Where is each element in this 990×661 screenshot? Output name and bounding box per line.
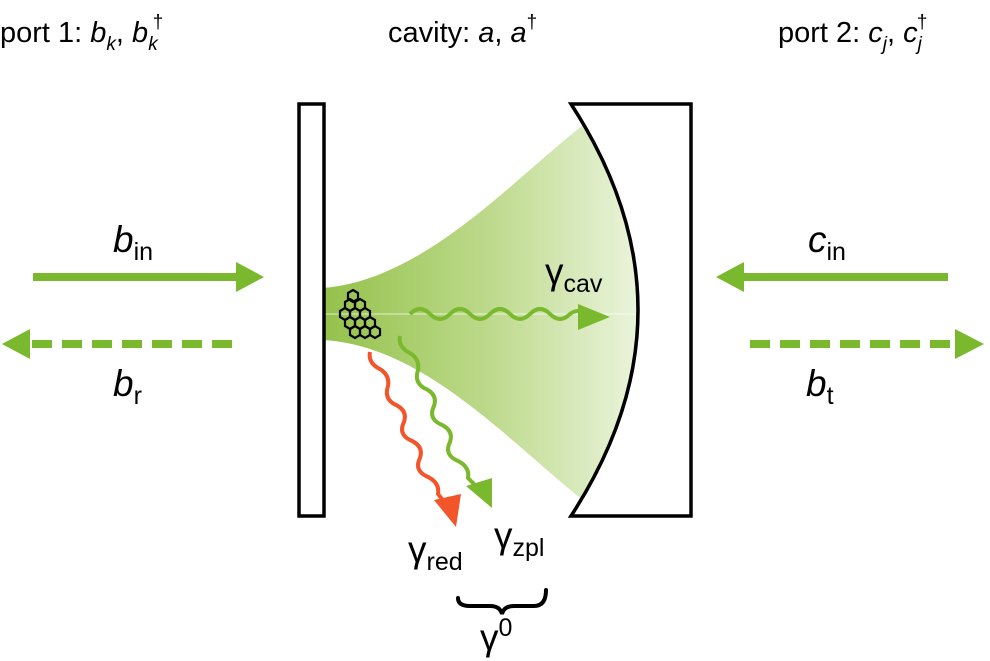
- gamma-brace: [456, 588, 548, 615]
- c-in-label: cin: [808, 219, 846, 266]
- gamma-cav-arrowhead: [578, 304, 610, 330]
- gamma-total-label: γ0: [480, 614, 512, 658]
- b-t-label: bt: [806, 363, 834, 410]
- gamma-red-arrowhead: [434, 494, 461, 527]
- gamma-zpl-label: γzpl: [494, 515, 544, 562]
- gamma-zpl-arrowhead: [466, 478, 492, 508]
- gamma-cav-label: γcav: [545, 251, 603, 298]
- gamma-zpl-arrow: [397, 335, 480, 490]
- curved-mirror: [567, 102, 693, 518]
- gamma-red-arrow: [367, 351, 448, 506]
- b-r-arrowhead: [2, 329, 30, 359]
- b-t-arrowhead: [955, 329, 984, 359]
- port2-label: port 2: cj, cj†: [778, 12, 927, 55]
- molecule-icon: [338, 288, 382, 340]
- cavity-label: cavity: a, a†: [388, 12, 537, 49]
- planar-mirror: [297, 102, 326, 518]
- port1-label: port 1: bk, bk†: [0, 12, 163, 55]
- gamma-cav-arrow: [408, 307, 601, 321]
- gamma-red-label: γred: [408, 529, 463, 576]
- c-in-arrowhead: [716, 262, 744, 292]
- b-in-label: bin: [113, 219, 153, 266]
- b-in-arrowhead: [236, 262, 264, 292]
- b-r-label: br: [113, 363, 142, 410]
